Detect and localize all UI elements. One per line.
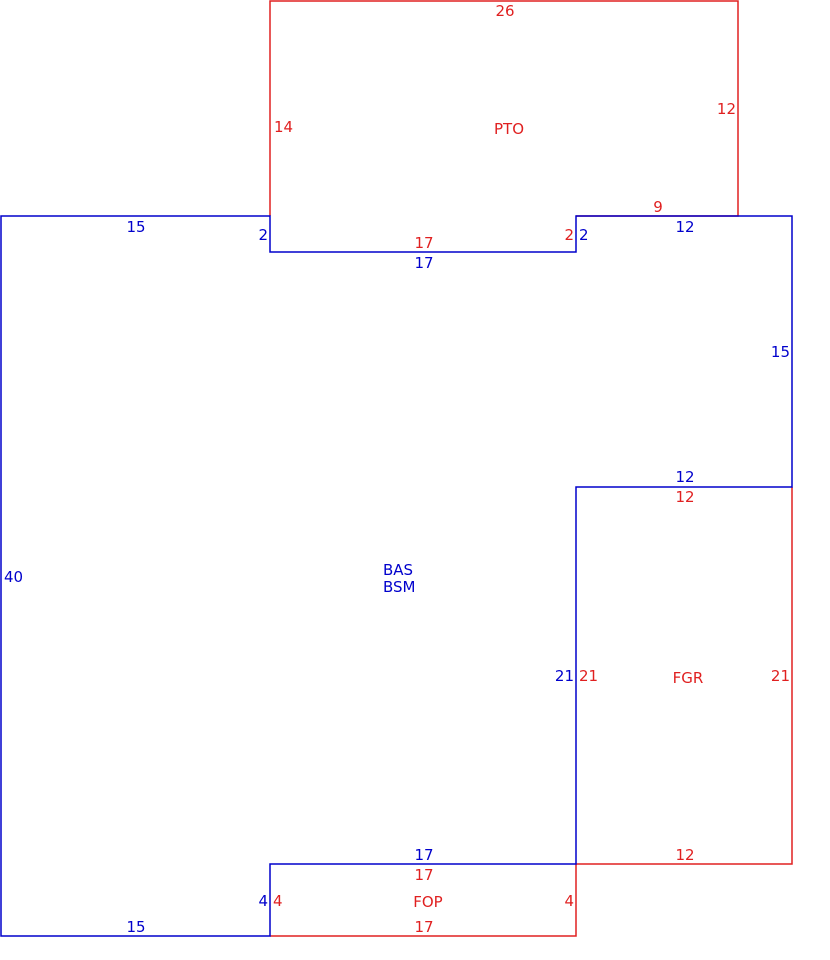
bas-dim-top-left: 15 bbox=[126, 218, 145, 236]
pto-outline bbox=[269, 0, 739, 217]
bas-dim-right-notch: 2 bbox=[579, 226, 589, 244]
pto-area-name: PTO bbox=[494, 120, 524, 138]
pto-dim-bottom-left: 17 bbox=[414, 234, 433, 252]
bas-dim-right-upper: 15 bbox=[771, 343, 790, 361]
bas-dim-notch-bottom: 17 bbox=[414, 254, 433, 272]
fgr-dim-bottom: 12 bbox=[675, 846, 694, 864]
bas-dim-left-notch: 2 bbox=[258, 226, 268, 244]
bas-outline bbox=[0, 215, 793, 937]
bas-area-name: BAS bbox=[383, 561, 413, 579]
bas-dim-bottom: 15 bbox=[126, 918, 145, 936]
fgr-dim-right: 21 bbox=[771, 667, 790, 685]
fgr-outline bbox=[576, 487, 793, 865]
pto-dim-right: 12 bbox=[717, 100, 736, 118]
fgr-area-name: FGR bbox=[673, 669, 704, 687]
bas-dim-fop-top: 17 bbox=[414, 846, 433, 864]
fop-area-name: FOP bbox=[413, 893, 442, 911]
bas-dim-left: 40 bbox=[4, 568, 23, 586]
fop-outline bbox=[270, 864, 577, 937]
pto-dim-bottom-right: 9 bbox=[653, 198, 663, 216]
fgr-dim-top: 12 bbox=[675, 488, 694, 506]
fop-dim-right: 4 bbox=[564, 892, 574, 910]
bas-dim-top-right: 12 bbox=[675, 218, 694, 236]
bas-dim-fop-left: 4 bbox=[258, 892, 268, 910]
fop-dim-top: 17 bbox=[414, 866, 433, 884]
pto-dim-top: 26 bbox=[495, 2, 514, 20]
pto-dim-step: 2 bbox=[564, 226, 574, 244]
bsm-area-name: BSM bbox=[383, 578, 416, 596]
bas-dim-inner-vertical: 21 bbox=[555, 667, 574, 685]
bas-dim-inner-top: 12 bbox=[675, 468, 694, 486]
fop-dim-bottom: 17 bbox=[414, 918, 433, 936]
fgr-dim-left: 21 bbox=[579, 667, 598, 685]
pto-dim-left: 14 bbox=[274, 118, 293, 136]
fop-dim-left: 4 bbox=[273, 892, 283, 910]
